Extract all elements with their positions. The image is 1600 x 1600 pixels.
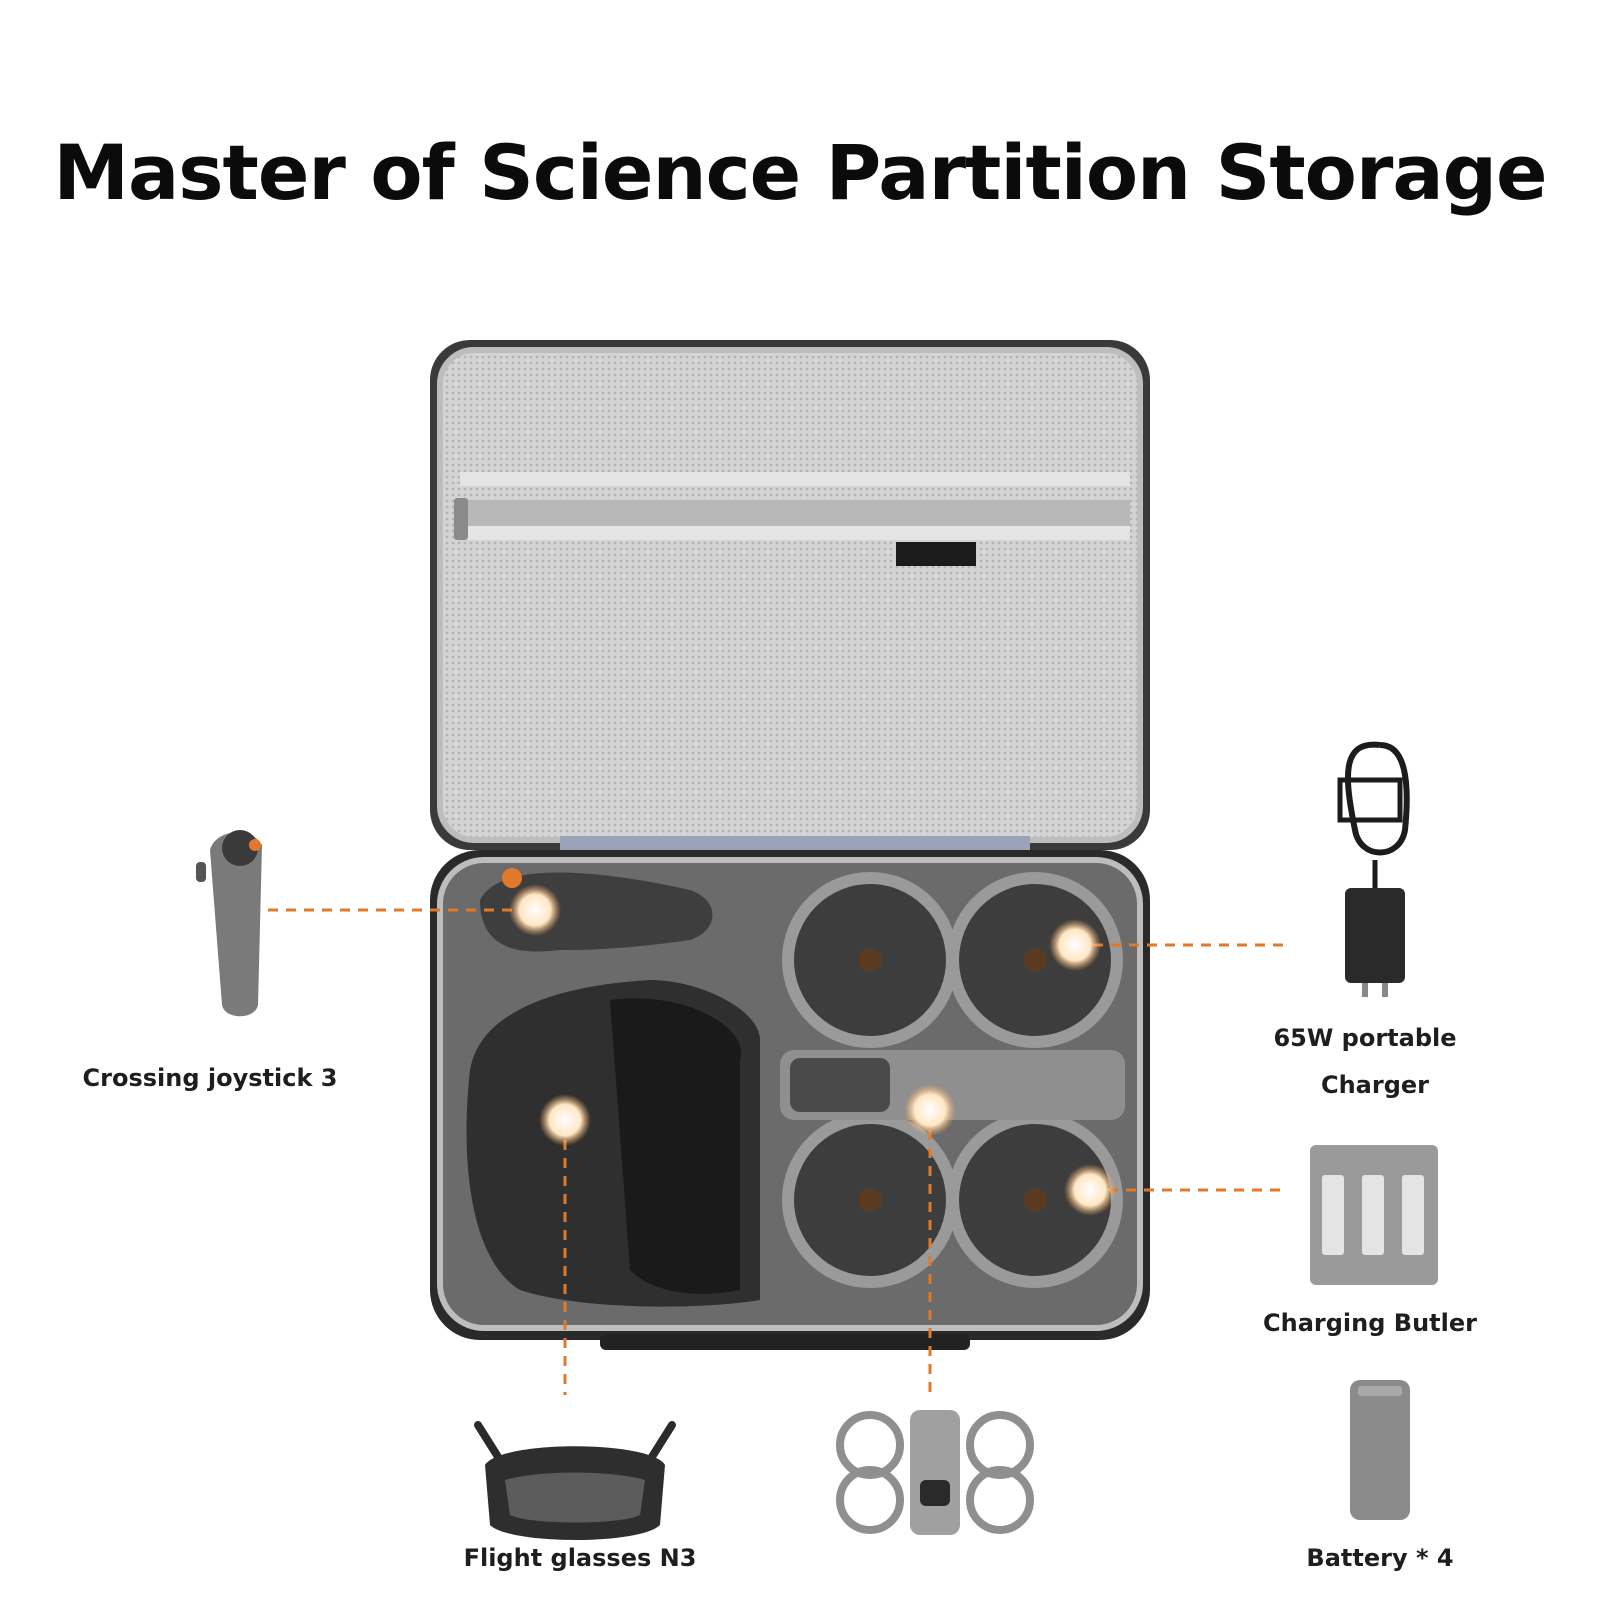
zipper-pull-icon: [454, 498, 468, 540]
label-battery: Battery * 4: [1306, 1544, 1454, 1572]
label-joystick: Crossing joystick 3: [82, 1064, 338, 1092]
mesh-pocket: [437, 347, 1143, 843]
drone-icon: [836, 1410, 1034, 1535]
pocket-tab: [896, 542, 976, 566]
label-charger-line2: Charger: [1320, 1071, 1430, 1099]
drone-in-case: [780, 872, 1125, 1288]
battery-icon: [1350, 1380, 1410, 1520]
zipper-track: [460, 500, 1130, 526]
butler-callout-dot: [1064, 1164, 1116, 1216]
case-handle: [600, 1334, 970, 1350]
zipper-band-top: [460, 472, 1130, 486]
joystick-callout-dot: [509, 884, 561, 936]
callout-lines: [268, 908, 1290, 1395]
flight-glasses-icon: [474, 1421, 676, 1540]
drone-callout-dot: [904, 1084, 956, 1136]
charger-icon: [1337, 741, 1410, 997]
joystick-icon: [196, 830, 262, 1017]
label-charger-line1: 65W portable: [1273, 1024, 1457, 1052]
page-title: Master of Science Partition Storage: [53, 128, 1547, 217]
zipper-band-bottom: [460, 526, 1130, 540]
callout-points: [509, 884, 1116, 1216]
joystick-accent-dot: [502, 868, 522, 888]
label-flight-glasses: Flight glasses N3: [463, 1544, 697, 1572]
goggles-strap: [610, 998, 742, 1294]
storage-case: [430, 340, 1150, 1350]
charger-callout-dot: [1049, 919, 1101, 971]
glasses-callout-dot: [539, 1094, 591, 1146]
label-charging-butler: Charging Butler: [1263, 1309, 1477, 1337]
charging-butler-icon: [1310, 1145, 1438, 1285]
